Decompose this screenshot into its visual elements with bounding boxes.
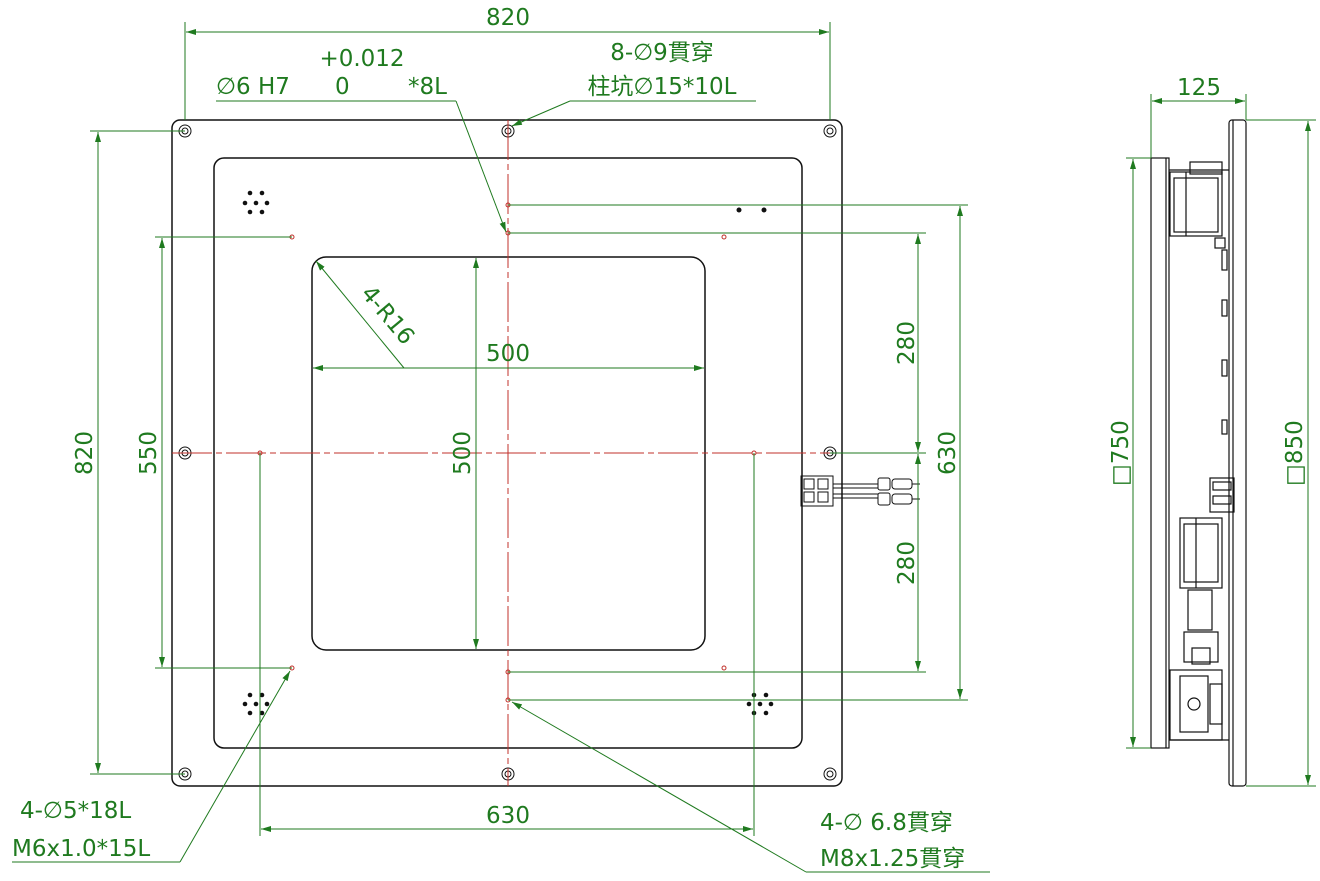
dim-height: 820 bbox=[72, 431, 98, 475]
dim-half-top: 280 bbox=[894, 321, 920, 365]
side-view bbox=[1150, 119, 1247, 787]
pin-spec: ∅6 H7 bbox=[216, 74, 290, 100]
tapped-hole-thread: M6x1.0*15L bbox=[12, 836, 150, 862]
lower-mechanism bbox=[1169, 669, 1223, 741]
counterbore-spec: 柱坑∅15*10L bbox=[588, 74, 737, 100]
label-corner-radius: 4-R16 bbox=[355, 281, 419, 350]
side-connectors bbox=[1209, 477, 1235, 513]
dim-inner-height: 550 bbox=[136, 431, 162, 475]
dim-window-width: 500 bbox=[486, 341, 530, 367]
front-dimensions: 820 820 550 500 500 4-R16 630 280 bbox=[12, 5, 990, 873]
through-hole-right-thread: M8x1.25貫穿 bbox=[820, 846, 965, 872]
dim-side-outer: □850 bbox=[1282, 420, 1308, 486]
dim-half-bottom: 280 bbox=[894, 541, 920, 585]
through-hole-right-count: 4-∅ 6.8貫穿 bbox=[820, 810, 953, 836]
through-hole-count: 8-∅9貫穿 bbox=[610, 40, 714, 66]
side-dimensions: 125 □750 □850 bbox=[1108, 75, 1316, 787]
pin-tolerance-lower: 0 bbox=[335, 74, 350, 100]
front-view bbox=[171, 119, 920, 787]
pin-depth: *8L bbox=[408, 74, 447, 100]
dim-bolt-spacing-y: 630 bbox=[935, 431, 961, 475]
dim-side-inner: □750 bbox=[1108, 420, 1134, 486]
dim-width: 820 bbox=[486, 5, 530, 31]
pin-tolerance-upper: +0.012 bbox=[319, 46, 404, 72]
dim-window-height: 500 bbox=[450, 431, 476, 475]
tapped-hole-count: 4-∅5*18L bbox=[20, 798, 131, 824]
side-frame bbox=[1150, 157, 1170, 749]
upper-motor bbox=[1169, 171, 1223, 237]
dim-bolt-spacing-x: 630 bbox=[486, 803, 530, 829]
side-flange bbox=[1228, 119, 1247, 787]
center-lines bbox=[172, 120, 842, 786]
connector-block bbox=[800, 475, 920, 507]
vent-holes bbox=[242, 190, 774, 716]
dim-thickness: 125 bbox=[1177, 75, 1221, 101]
lower-motor bbox=[1179, 517, 1223, 589]
